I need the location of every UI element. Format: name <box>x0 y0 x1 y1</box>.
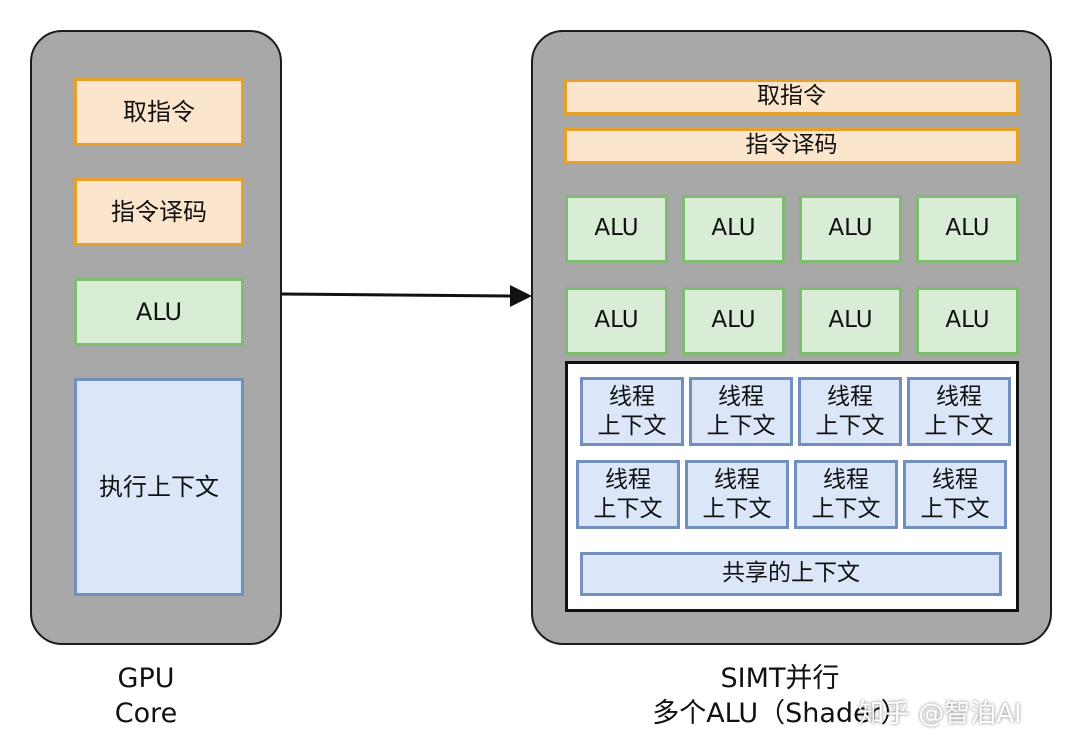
alu-label: ALU <box>945 215 990 242</box>
right-decode-block: 指令译码 <box>564 128 1019 164</box>
left-context-block: 执行上下文 <box>74 378 244 596</box>
thread-context-block: 线程上下文 <box>689 377 793 446</box>
thread-label-line1: 线程 <box>714 467 760 494</box>
left-caption: GPU Core <box>96 661 196 731</box>
left-context-label: 执行上下文 <box>99 472 219 501</box>
alu-label: ALU <box>711 215 756 242</box>
thread-context-block: 线程上下文 <box>794 460 898 529</box>
right-fetch-label: 取指令 <box>757 83 826 110</box>
thread-label-line1: 线程 <box>718 384 764 411</box>
alu-block: ALU <box>565 195 668 263</box>
thread-label-line2: 上下文 <box>593 495 663 522</box>
alu-block: ALU <box>682 195 785 263</box>
thread-label-line1: 线程 <box>827 384 873 411</box>
thread-context-block: 线程上下文 <box>798 377 902 446</box>
thread-label-line2: 上下文 <box>702 495 772 522</box>
alu-block: ALU <box>916 287 1019 355</box>
alu-block: ALU <box>799 195 902 263</box>
right-caption: SIMT并行 多个ALU（Shader） <box>620 661 940 731</box>
thread-label-line2: 上下文 <box>811 495 881 522</box>
left-decode-label: 指令译码 <box>111 197 207 226</box>
thread-context-block: 线程上下文 <box>580 377 684 446</box>
alu-block: ALU <box>799 287 902 355</box>
alu-label: ALU <box>828 307 873 334</box>
thread-label-line1: 线程 <box>932 467 978 494</box>
thread-context-block: 线程上下文 <box>576 460 680 529</box>
watermark: 知乎 @智泊AI <box>858 699 1022 729</box>
thread-label-line1: 线程 <box>605 467 651 494</box>
thread-context-block: 线程上下文 <box>907 377 1011 446</box>
shared-context-block: 共享的上下文 <box>580 552 1002 596</box>
alu-label: ALU <box>828 215 873 242</box>
thread-label-line1: 线程 <box>936 384 982 411</box>
left-alu-block: ALU <box>74 278 244 346</box>
alu-block: ALU <box>565 287 668 355</box>
thread-label-line2: 上下文 <box>924 412 994 439</box>
right-fetch-block: 取指令 <box>564 79 1019 115</box>
left-fetch-block: 取指令 <box>74 78 244 146</box>
right-caption-line2: 多个ALU（Shader） <box>652 698 908 729</box>
thread-context-block: 线程上下文 <box>685 460 789 529</box>
thread-label-line2: 上下文 <box>920 495 990 522</box>
thread-label-line2: 上下文 <box>597 412 667 439</box>
left-caption-line1: GPU <box>117 663 175 694</box>
left-decode-block: 指令译码 <box>74 178 244 246</box>
thread-label-line1: 线程 <box>609 384 655 411</box>
left-fetch-label: 取指令 <box>123 97 195 126</box>
right-caption-line1: SIMT并行 <box>720 663 840 694</box>
thread-label-line1: 线程 <box>823 467 869 494</box>
alu-label: ALU <box>594 215 639 242</box>
alu-label: ALU <box>711 307 756 334</box>
thread-context-block: 线程上下文 <box>903 460 1007 529</box>
thread-label-line2: 上下文 <box>815 412 885 439</box>
alu-label: ALU <box>594 307 639 334</box>
left-caption-line2: Core <box>114 698 178 729</box>
left-alu-label: ALU <box>135 297 183 326</box>
shared-context-label: 共享的上下文 <box>722 560 860 587</box>
alu-block: ALU <box>916 195 1019 263</box>
right-decode-label: 指令译码 <box>745 132 838 159</box>
alu-label: ALU <box>945 307 990 334</box>
thread-label-line2: 上下文 <box>706 412 776 439</box>
alu-block: ALU <box>682 287 785 355</box>
